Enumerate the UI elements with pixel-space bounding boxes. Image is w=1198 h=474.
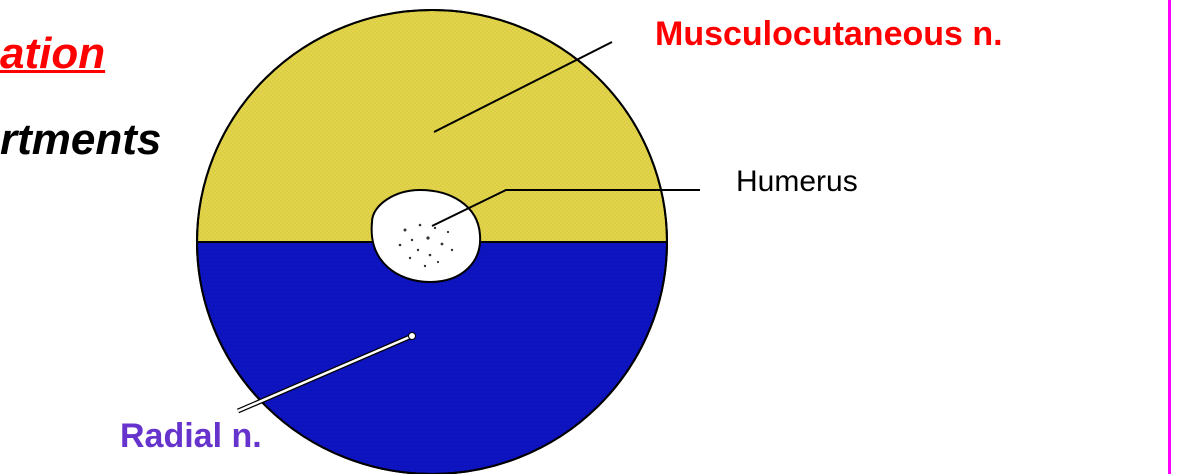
musculocutaneous-nerve-label: Musculocutaneous n. bbox=[655, 17, 1003, 51]
humerus-label: Humerus bbox=[736, 167, 858, 197]
slide-subtitle-fragment: rtments bbox=[0, 118, 161, 162]
slide-title-fragment: ation bbox=[0, 32, 105, 76]
humerus-bone bbox=[372, 190, 480, 282]
radial-nerve-label: Radial n. bbox=[120, 419, 262, 453]
